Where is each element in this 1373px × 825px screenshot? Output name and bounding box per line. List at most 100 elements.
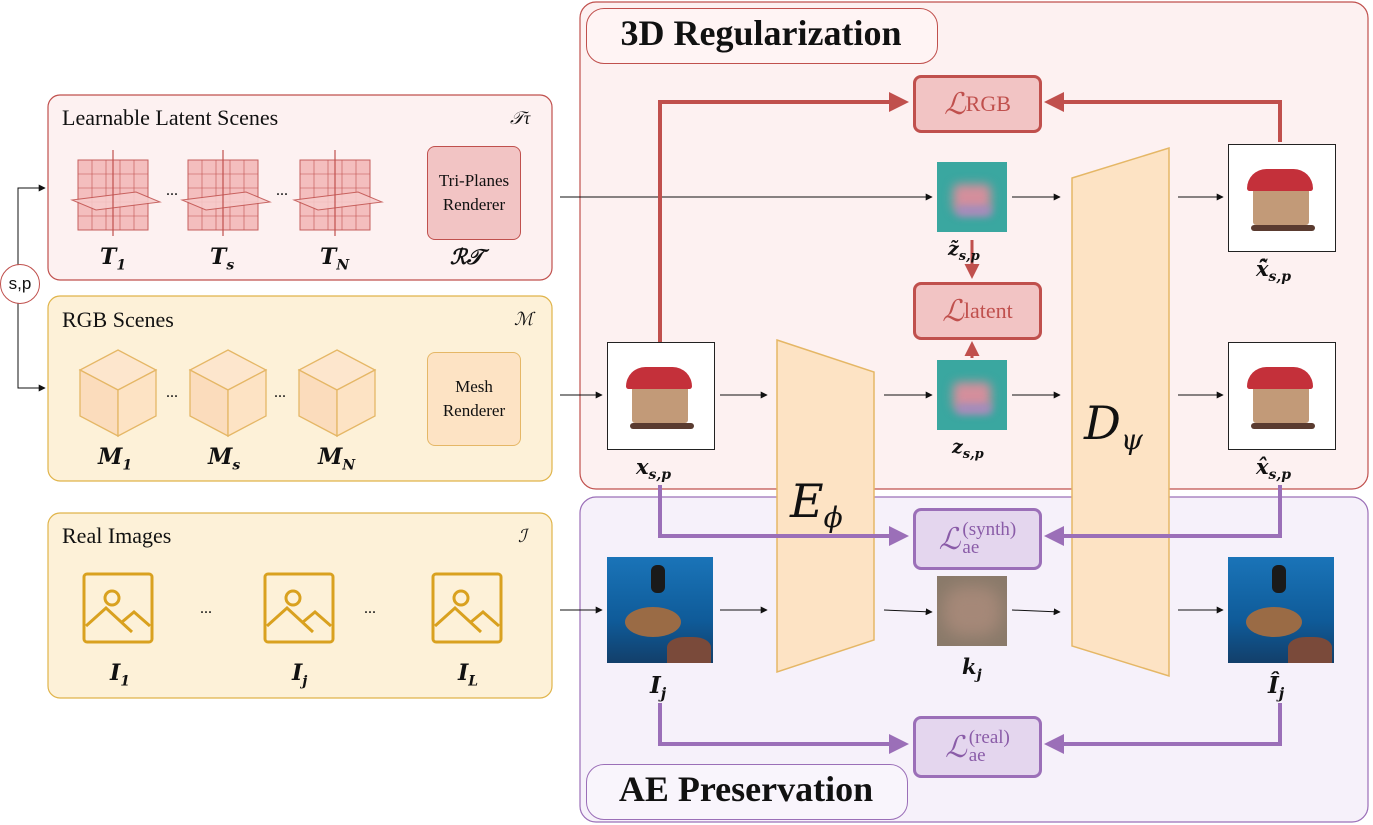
real-images-panel [47,512,553,699]
rgb-scenes-symbol: ℳ [514,309,534,329]
image-icon-l [431,572,503,644]
ellipsis-m2: ... [274,384,286,401]
real-image-I [607,557,713,663]
decoder-base: D [1084,396,1121,450]
real-latent-thumbnail [937,576,1007,646]
preservation-title-box [586,764,908,820]
encoder-sub: ϕ [823,501,843,535]
arrow-encoder-to-k [883,608,933,616]
loss-ae-synth-sup: (synth) [962,519,1017,540]
mesh-renderer: Mesh Renderer [427,352,521,446]
mesh-renderer-line1: Mesh [455,377,493,396]
sampler-branch-down [17,300,46,392]
cube-icon-1 [78,349,158,438]
encoder-base: E [790,474,824,528]
latent-scenes-title: Learnable Latent Scenes [62,105,279,130]
ellipsis-t1: ... [166,182,178,199]
label-x-hat: x̂s,p [1256,454,1291,483]
x-tilde-hat-sub: s,p [1268,269,1292,286]
arrow-k-to-decoder [1011,608,1061,616]
triplanes-renderer-line1: Tri-Planes [438,171,510,190]
image-icon-1 [82,572,154,644]
decoder-network [1071,146,1170,678]
I-base: I [650,672,661,699]
loss-ae-real-base: ℒ [945,730,967,764]
label-m1: M1 [98,444,133,474]
triplane-icon-s [180,150,272,236]
cube-icon-s [188,349,268,438]
loss-ae-real: ℒ (real) ae [913,716,1042,778]
k-base: k [962,654,977,679]
mesh-renderer-line2: Renderer [442,401,506,420]
z-base: z [952,436,963,458]
triplanes-renderer: Tri-Planes Renderer [427,146,521,240]
I-hat-base: Î [1268,672,1279,699]
label-z: zs,p [952,436,984,462]
decoded-image-I-hat [1228,557,1334,663]
rgb-scenes-title: RGB Scenes [62,307,174,332]
z-tilde-sub: s,p [958,248,980,264]
label-I: Ij [650,672,666,703]
arrow-xtilde-to-rgb-loss [1044,92,1282,142]
z-tilde-base: z̃ [948,238,959,260]
loss-ae-synth-sub: ae [962,537,980,558]
encoder-network [776,338,875,674]
x-sub: s,p [648,467,672,484]
triplane-icon-1 [70,150,162,236]
label-x-tilde-hat: x̃̂s,p [1256,256,1291,285]
arrow-x-to-synth-loss [658,485,909,546]
loss-ae-real-sub: ae [968,745,986,766]
x-tilde-hat-base: x̃̂ [1256,256,1269,281]
regularization-title-box [586,8,938,64]
label-ms: Ms [208,444,241,474]
triplanes-renderer-line2: Renderer [442,195,506,214]
sampler-node: s,p [0,264,40,304]
regularization-title: 3D Regularization [620,13,902,53]
loss-rgb-sub: RGB [965,91,1011,116]
latent-thumbnail [937,360,1007,430]
rendered-image-x [607,342,715,450]
label-z-tilde: z̃s,p [948,238,980,264]
loss-ae-real-sup: (real) [968,727,1010,748]
label-k: kj [962,654,982,683]
I-hat-sub: j [1278,684,1285,703]
ellipsis-i2: ... [364,600,376,617]
ellipsis-i1: ... [200,600,212,617]
renderer-symbol: ℛ𝒯 [450,244,483,269]
label-t1: T1 [100,244,127,274]
decoder-label: Dψ [1084,396,1143,456]
I-sub: j [660,684,667,703]
real-images-symbol: ℐ [518,526,527,546]
label-ij: Ij [292,660,308,690]
loss-ae-synth-base: ℒ [938,522,961,556]
decoder-sub: ψ [1120,423,1143,457]
sampler-branch-up [17,184,46,266]
arrow-Ihat-to-real-loss [1044,703,1282,754]
loss-rgb-base: ℒ [944,87,966,121]
encoder-label: Eϕ [790,474,843,534]
latent-scenes-symbol: 𝒯τ [510,108,531,128]
sampler-label: s,p [8,274,32,293]
triplane-icon-n [292,150,384,236]
loss-latent-base: ℒ [942,294,964,328]
ellipsis-m1: ... [166,384,178,401]
decoded-image-x-tilde [1228,144,1336,252]
arrow-x-to-rgb-loss [658,92,909,342]
label-tn: TN [320,244,350,274]
latent-tilde-thumbnail [937,162,1007,232]
decoded-image-x-hat [1228,342,1336,450]
cube-icon-n [297,349,377,438]
z-sub: s,p [962,446,984,462]
x-base: x [636,454,649,479]
loss-ae-synth: ℒ (synth) ae [913,508,1042,570]
x-hat-sub: s,p [1268,467,1292,484]
label-I-hat: Îj [1268,672,1284,703]
real-images-title: Real Images [62,523,172,548]
arrow-I-to-real-loss [658,703,909,754]
loss-latent-sub: latent [963,298,1013,323]
label-i1: I1 [110,660,131,690]
arrow-xhat-to-synth-loss [1044,485,1282,546]
